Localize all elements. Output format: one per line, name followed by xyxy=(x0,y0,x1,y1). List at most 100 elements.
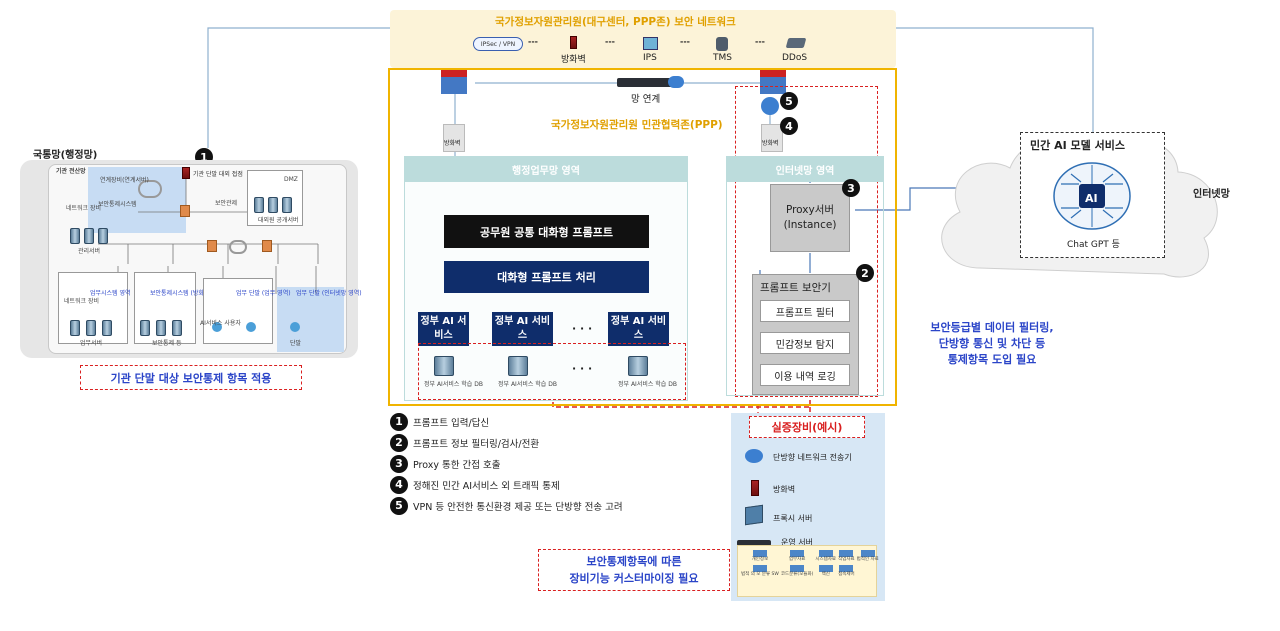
ddos-label: DDoS xyxy=(782,53,808,63)
left-mgmt-server-1 xyxy=(70,228,80,244)
proxy-label: Proxy서버 (Instance) xyxy=(783,204,837,231)
left-work-sys-label: 업무시스템 영역 xyxy=(90,290,131,297)
solution-cell-9: 접속제어 xyxy=(838,565,855,578)
marker-5: 5 xyxy=(780,92,798,110)
left-linked-icon-2 xyxy=(229,240,247,254)
left-devices-label: 보안통제 등 xyxy=(152,340,182,347)
dash-1: --- xyxy=(528,37,538,46)
left-ai-service-label: AI서비스 사용자 xyxy=(200,320,241,327)
ai-service-box-3: 정부 AI 서비스 xyxy=(608,312,669,346)
left-highlight-bottom xyxy=(277,287,344,352)
left-user-icon-3 xyxy=(290,322,300,332)
left-firewall-3 xyxy=(207,240,217,252)
right-note-line-2: 단방향 통신 및 차단 등 xyxy=(938,337,1046,350)
bottom-callout-line-2: 장비기능 커스터마이징 필요 xyxy=(569,572,699,585)
ai-service-ellipsis: · · · xyxy=(572,322,593,335)
equipment-item-2: 방화벽 xyxy=(773,485,796,494)
left-sec-server-3 xyxy=(172,320,182,336)
equipment-title-box: 실증장비(예시) xyxy=(749,416,865,438)
dash-3: --- xyxy=(680,37,690,46)
dash-4: --- xyxy=(755,37,765,46)
legend-text-5: VPN 등 안전한 통신환경 제공 또는 단방향 전송 고려 xyxy=(413,501,623,513)
guard-item-filter-label: 프롬프트 필터 xyxy=(775,307,835,319)
left-ext-server-1 xyxy=(254,197,264,213)
dash-2: --- xyxy=(605,37,615,46)
prompt-label: 공무원 공통 대화형 프롬프트 xyxy=(480,225,613,239)
link-server-icon xyxy=(617,78,679,87)
left-user-icon-1 xyxy=(212,322,222,332)
legend-item-3: 3 Proxy 통한 간접 호출 xyxy=(390,453,710,474)
ai-service-label-3: 정부 AI 서비스 xyxy=(610,316,667,341)
internet-zone-dashed xyxy=(735,86,878,397)
ai-brain-icon xyxy=(1053,162,1131,230)
firewall-icon-top xyxy=(570,36,577,49)
left-pc-b-label: 업무 단말 (인터넷망 영역) xyxy=(296,290,362,297)
left-net-label-1: 네트워크 장비 xyxy=(66,205,102,212)
top-zone-title: 국가정보자원관리원(대구센터, PPP존) 보안 네트워크 xyxy=(495,16,736,28)
left-firewall-1 xyxy=(182,167,190,179)
left-ext-server-2 xyxy=(268,197,278,213)
left-mgmt-label: 관리서버 xyxy=(78,248,101,255)
legend-item-2: 2 프롬프트 정보 필터링/검사/전환 xyxy=(390,432,710,453)
prompt-box: 공무원 공통 대화형 프롬프트 xyxy=(444,215,649,248)
ddos-icon xyxy=(785,38,807,48)
left-mail-label: 보안통제시스템 xyxy=(98,201,137,208)
legend-text-1: 프롬프트 입력/답신 xyxy=(413,417,490,429)
legend-text-4: 정해진 민간 AI서비스 외 트래픽 통제 xyxy=(413,480,560,492)
left-biz-server-2 xyxy=(86,320,96,336)
equipment-ops-server-icon xyxy=(737,540,771,546)
left-sec-sys-label: 보안통제시스템 (방화벽/IPS) xyxy=(150,290,224,297)
left-callout: 기관 단말 대상 보안통제 항목 적용 xyxy=(80,365,302,390)
ai-model-title: 민간 AI 모델 서비스 xyxy=(1030,139,1125,152)
left-highlight-top xyxy=(88,167,186,233)
ips-label: IPS xyxy=(643,53,657,63)
legend-num-5: 5 xyxy=(390,496,408,515)
left-biz-server-1 xyxy=(70,320,80,336)
proxy-server-box: Proxy서버 (Instance) xyxy=(770,184,850,252)
legend-text-2: 프롬프트 정보 필터링/검사/전환 xyxy=(413,438,540,450)
left-mgmt-server-3 xyxy=(98,228,108,244)
solution-cell-1: 개인정보 xyxy=(741,550,779,563)
left-top-link-label: 기관 단말 대외 접점 xyxy=(193,171,243,178)
guard-item-logging: 이용 내역 로깅 xyxy=(760,364,850,386)
solution-cell-7: 코드분류(모듈화) xyxy=(781,565,813,578)
process-label: 대화형 프롬프트 처리 xyxy=(497,271,596,284)
left-callout-label: 기관 단말 대상 보안통제 항목 적용 xyxy=(110,371,272,385)
left-linked-label: 연계장비(연계서버) xyxy=(100,177,149,184)
legend-num-2: 2 xyxy=(390,433,408,452)
solution-cell-3: 시스템자료 xyxy=(815,550,836,563)
marker-3: 3 xyxy=(842,179,860,197)
one-way-transmitter-icon xyxy=(761,97,779,115)
bottom-callout-line-1: 보안통제항목에 따른 xyxy=(586,555,682,568)
legend-item-5: 5 VPN 등 안전한 통신환경 제공 또는 단방향 전송 고려 xyxy=(390,495,710,516)
gateway-router-right xyxy=(760,70,786,94)
small-firewall-left-label: 방화벽 xyxy=(444,140,461,147)
marker-2: 2 xyxy=(856,264,874,282)
solution-cell-6: 법적 의 모 분류 SW xyxy=(741,565,779,578)
ai-chip-label: AI xyxy=(1085,192,1098,205)
left-security-fw-label: 보안관제 xyxy=(215,200,238,207)
prompt-guard-title: 프롬프트 보안기 xyxy=(760,282,831,294)
legend-text-3: Proxy 통한 간접 호출 xyxy=(413,459,501,471)
left-net-label-2: 네트워크 장비 xyxy=(64,298,100,305)
ppp-zone-border xyxy=(388,68,897,406)
equipment-solution-panel: 개인정보 업무자료 시스템자료 작업자료 법적인 자료 법적 의 모 분류 SW… xyxy=(737,545,879,597)
left-inner-title: 기관 전산망 xyxy=(56,168,86,175)
vpn-label: IPSec / VPN xyxy=(480,40,516,48)
ai-service-box-2: 정부 AI 서비스 xyxy=(492,312,553,346)
legend-item-1: 1 프롬프트 입력/답신 xyxy=(390,411,710,432)
solution-cell-2: 업무자료 xyxy=(781,550,814,563)
equipment-item-3: 프록시 서버 xyxy=(773,514,813,523)
ppp-zone-title: 국가정보자원관리원 민관협력존(PPP) xyxy=(551,119,723,131)
left-dmz-label: DMZ xyxy=(284,176,298,183)
left-user-icon-2 xyxy=(246,322,256,332)
link-label: 망 연계 xyxy=(631,94,661,105)
equipment-item-1: 단방향 네트워크 전송기 xyxy=(773,453,852,462)
left-sec-server-1 xyxy=(140,320,150,336)
left-sec-server-2 xyxy=(156,320,166,336)
small-firewall-right-label: 방화벽 xyxy=(762,140,779,147)
legend-item-4: 4 정해진 민간 AI서비스 외 트래픽 통제 xyxy=(390,474,710,495)
ai-service-box-1: 정부 AI 서비스 xyxy=(418,312,469,346)
tms-icon xyxy=(716,37,728,51)
vpn-tube-icon: IPSec / VPN xyxy=(473,37,523,51)
